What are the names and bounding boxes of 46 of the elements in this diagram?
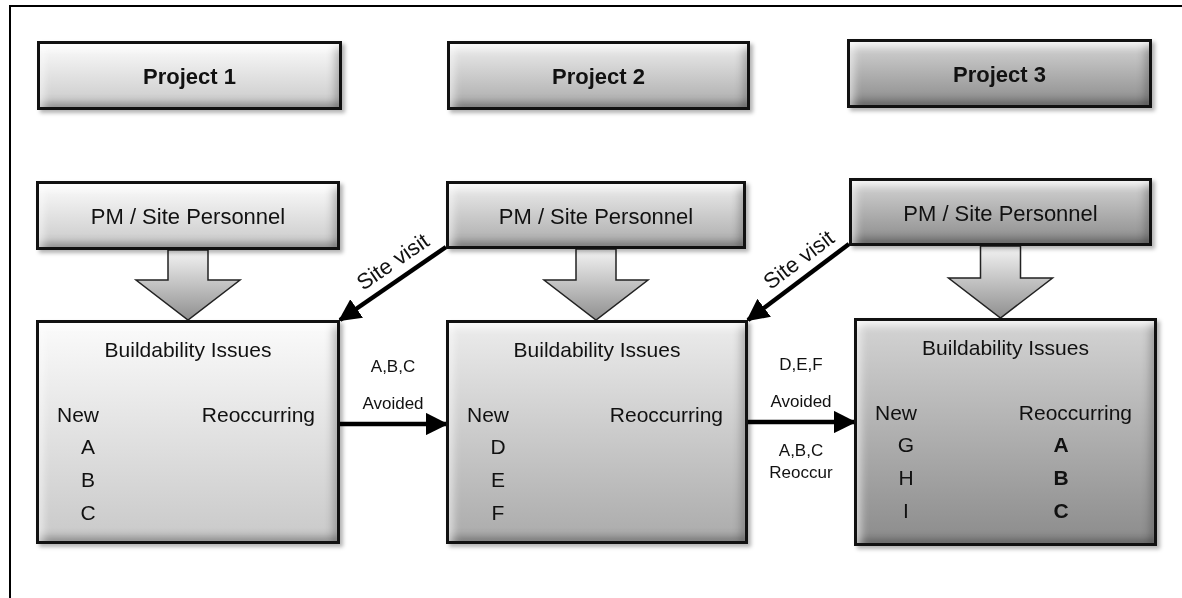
project-box: [847, 39, 1152, 108]
column-heading: Reoccurring: [1018, 401, 1132, 425]
issue-letter: G: [896, 433, 916, 457]
issue-letter: B: [80, 468, 96, 492]
project-title: Project 1: [142, 64, 237, 90]
project-box: [37, 41, 342, 110]
edge-label: Site visit: [350, 226, 435, 297]
column-heading: New: [57, 403, 99, 427]
project-box: [447, 41, 750, 110]
issues-box: [446, 320, 748, 544]
column-heading: Reoccurring: [201, 403, 315, 427]
edge-label: A,B,C Avoided: [361, 356, 425, 415]
issue-letter: C: [79, 501, 97, 525]
role-label: PM / Site Personnel: [902, 201, 1099, 227]
arrow: [338, 245, 448, 322]
personnel-box: [36, 181, 340, 250]
edge-label: D,E,F Avoided: [769, 354, 833, 413]
personnel-box: [849, 178, 1152, 246]
block-arrow: [541, 248, 651, 321]
arrow: [746, 242, 851, 322]
issue-letter: A: [1052, 433, 1070, 457]
column-heading: New: [467, 403, 509, 427]
edge-label: Site visit: [756, 224, 840, 297]
issue-letter: A: [80, 435, 96, 459]
issue-letter: I: [902, 499, 910, 523]
issue-letter: E: [490, 468, 506, 492]
arrow-note: A,B,C Reoccur: [768, 440, 834, 484]
column-heading: Reoccurring: [609, 403, 723, 427]
box-heading: Buildability Issues: [512, 338, 682, 362]
project-title: Project 3: [952, 62, 1047, 88]
box-heading: Buildability Issues: [921, 336, 1090, 360]
issue-letter: F: [490, 501, 506, 525]
box-heading: Buildability Issues: [103, 338, 273, 362]
role-label: PM / Site Personnel: [497, 204, 695, 230]
block-arrow: [946, 245, 1055, 319]
issue-letter: D: [489, 435, 507, 459]
block-arrow: [133, 249, 243, 321]
column-heading: New: [875, 401, 917, 425]
project-title: Project 2: [551, 64, 646, 90]
issue-letter: B: [1052, 466, 1070, 490]
personnel-box: [446, 181, 746, 249]
role-label: PM / Site Personnel: [89, 204, 287, 230]
issues-box: [854, 318, 1157, 546]
issue-letter: C: [1052, 499, 1070, 523]
issues-box: [36, 320, 340, 544]
issue-letter: H: [897, 466, 915, 490]
